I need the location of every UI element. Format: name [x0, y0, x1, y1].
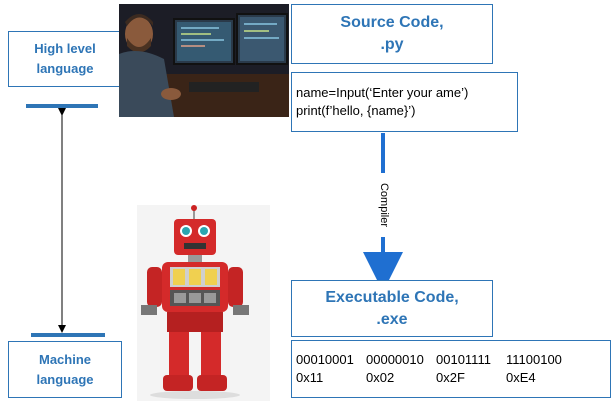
- source-code-line1: name=Input(‘Enter your ame’): [296, 85, 469, 100]
- binary-byte-1: 00010001: [296, 352, 354, 367]
- source-code-box: name=Input(‘Enter your ame’) print(f’hel…: [291, 72, 518, 132]
- source-code-line2: print(f’hello, {name}’): [296, 103, 416, 118]
- high-level-line2: language: [36, 61, 94, 76]
- machine-line2: language: [36, 371, 94, 387]
- hex-byte-3: 0x2F: [436, 370, 465, 385]
- exe-title-line2: .exe: [376, 310, 408, 328]
- compiler-label: Compiler: [377, 173, 391, 237]
- binary-byte-2: 00000010: [366, 352, 424, 367]
- programmer-photo: [119, 4, 289, 117]
- source-title-line1: Source Code,: [340, 14, 444, 31]
- executable-code-title-box: Executable Code, .exe: [291, 280, 493, 337]
- machine-line1: Machine: [38, 351, 91, 367]
- high-level-language-box: High level language: [8, 31, 122, 87]
- source-code-title-box: Source Code, .py: [291, 4, 493, 64]
- hex-byte-2: 0x02: [366, 370, 395, 385]
- hex-byte-4: 0xE4: [506, 370, 536, 385]
- high-level-line1: High level: [34, 41, 96, 56]
- binary-byte-3: 00101111: [436, 352, 491, 367]
- machine-language-box: Machine language: [8, 341, 122, 398]
- binary-row: 00010001 00000010 00101111 11100100: [296, 351, 606, 369]
- binary-byte-4: 11100100: [506, 352, 562, 367]
- exe-title-line1: Executable Code,: [325, 288, 459, 306]
- hex-byte-1: 0x11: [296, 370, 324, 385]
- executable-code-box: 00010001 00000010 00101111 11100100 0x11…: [291, 340, 611, 398]
- hex-row: 0x11 0x02 0x2F 0xE4: [296, 369, 606, 387]
- source-title-line2: .py: [380, 36, 404, 53]
- robot-toy-photo: [137, 205, 270, 401]
